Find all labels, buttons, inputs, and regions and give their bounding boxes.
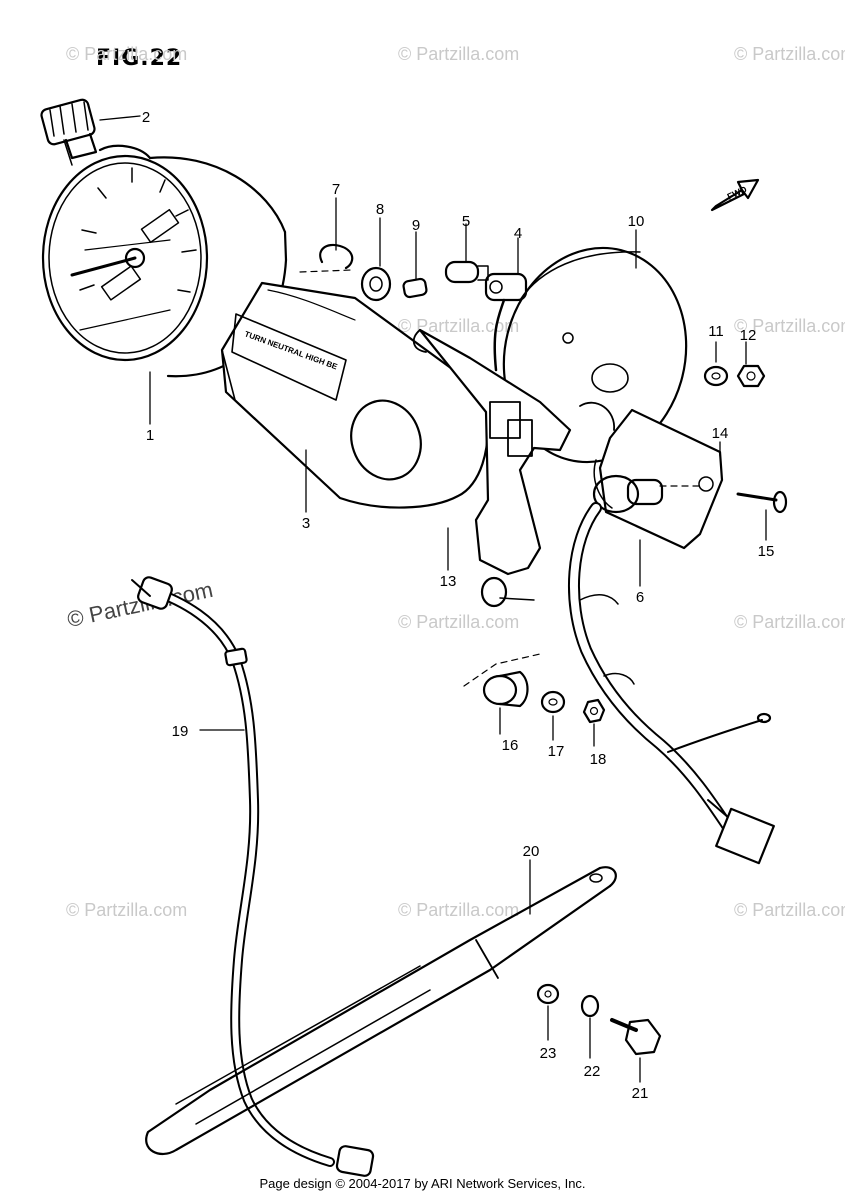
callout-number: 1 — [146, 427, 154, 444]
watermark: © Partzilla.com — [398, 44, 520, 64]
callout-number: 22 — [584, 1063, 601, 1080]
watermark: © Partzilla.com — [66, 44, 188, 64]
callout-number: 8 — [376, 201, 384, 218]
socket-assembly — [592, 459, 701, 514]
wiring-harness — [568, 502, 775, 865]
grommet — [360, 266, 392, 302]
clip — [299, 243, 354, 273]
forward-arrow-icon — [710, 178, 760, 212]
callout-number: 17 — [548, 743, 565, 760]
callout-number: 11 — [708, 323, 724, 340]
footer-copyright: Page design © 2004-2017 by ARI Network S… — [259, 1176, 586, 1191]
callout-number: 10 — [628, 213, 645, 230]
nut — [582, 698, 606, 724]
callout-number: 12 — [740, 327, 757, 344]
callout-number: 7 — [332, 181, 340, 198]
callout-number: 5 — [462, 213, 470, 230]
indicator-housing — [220, 281, 489, 509]
washer — [703, 365, 729, 387]
speedometer-cable — [131, 576, 375, 1177]
callout-number: 21 — [632, 1085, 649, 1102]
callout-number: 4 — [514, 225, 522, 242]
bolt — [610, 1018, 662, 1056]
washer — [540, 690, 566, 714]
callout-number: 19 — [172, 723, 189, 740]
callout-number: 20 — [523, 843, 540, 860]
rear-cover — [502, 246, 688, 464]
mounting-stay — [145, 866, 617, 1156]
callout-number: 9 — [412, 217, 420, 234]
callout-number: 13 — [440, 573, 457, 590]
washer — [536, 983, 560, 1005]
screw — [736, 490, 788, 514]
callout-number: 15 — [758, 543, 775, 560]
watermark: © Partzilla.com — [398, 316, 520, 336]
figure-title: FIG.22 — [96, 46, 183, 71]
callout-number: 16 — [502, 737, 519, 754]
callout-number: 3 — [302, 515, 310, 532]
watermark: © Partzilla.com — [398, 612, 520, 632]
cable-adapter — [40, 98, 98, 160]
lock-washer — [580, 994, 600, 1018]
watermark: © Partzilla.com — [734, 900, 845, 920]
rubber-cushion — [482, 670, 529, 708]
small-bulb — [402, 277, 428, 299]
bulb-socket — [484, 272, 528, 372]
watermark: © Partzilla.com — [398, 900, 520, 920]
callout-number: 2 — [142, 109, 150, 126]
bracket — [412, 328, 572, 608]
nut — [736, 364, 766, 388]
bulb — [444, 260, 489, 284]
callout-number: 6 — [636, 589, 644, 606]
callout-number: 14 — [712, 425, 729, 442]
watermark: © Partzilla.com — [66, 900, 188, 920]
watermark: © Partzilla.com — [734, 44, 845, 64]
callout-number: 18 — [590, 751, 607, 768]
watermark: © Partzilla.com — [734, 612, 845, 632]
leader-lines — [99, 115, 767, 1083]
speedometer — [41, 139, 288, 378]
connector-plate — [579, 401, 724, 550]
callout-number: 23 — [540, 1045, 557, 1062]
watermark: © Partzilla.com — [734, 316, 845, 336]
